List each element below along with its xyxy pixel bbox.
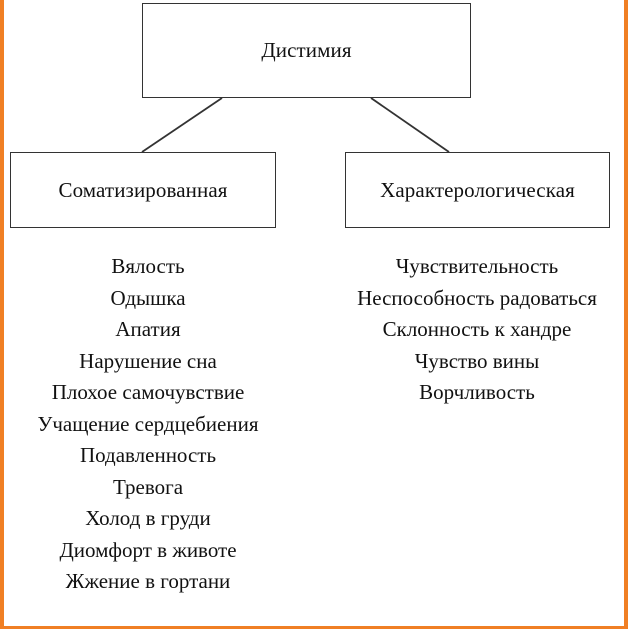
symptom-item: Подавленность <box>79 443 217 467</box>
branch-node-box-somatized: Соматизированная <box>10 152 276 228</box>
symptom-item: Чувство вины <box>414 348 540 373</box>
branch-node-label-characterological: Характерологическая <box>380 177 575 202</box>
symptom-item: Чувствительность <box>395 254 559 278</box>
symptom-list-characterological: Чувствительность Неспособность радоватьс… <box>322 251 628 409</box>
symptom-list-somatized: Вялость Одышка Апатия Нарушение сна Плох… <box>8 251 288 598</box>
symptom-item: Холод в груди <box>85 506 211 530</box>
symptom-item: Жжение в гортани <box>65 569 231 593</box>
root-node-box: Дистимия <box>142 3 471 98</box>
symptom-item: Тревога <box>112 474 184 499</box>
connector-root-to-left <box>141 97 223 153</box>
symptom-item: Вялость <box>111 254 185 278</box>
symptom-item: Плохое самочувствие <box>51 380 245 404</box>
root-node-label: Дистимия <box>261 38 352 62</box>
symptom-item: Учащение сердцебиения <box>37 411 259 436</box>
symptom-item: Диомфорт в животе <box>59 537 237 562</box>
symptom-item: Склонность к хандре <box>382 317 572 341</box>
symptom-item: Одышка <box>110 285 186 310</box>
symptom-item: Апатия <box>115 317 181 341</box>
symptom-item: Нарушение сна <box>79 348 217 373</box>
branch-node-label-somatized: Соматизированная <box>58 177 228 202</box>
connector-root-to-right <box>370 97 450 153</box>
symptom-item: Ворчливость <box>419 380 535 404</box>
branch-node-box-characterological: Характерологическая <box>345 152 610 228</box>
symptom-item: Неспособность радоваться <box>357 285 597 310</box>
